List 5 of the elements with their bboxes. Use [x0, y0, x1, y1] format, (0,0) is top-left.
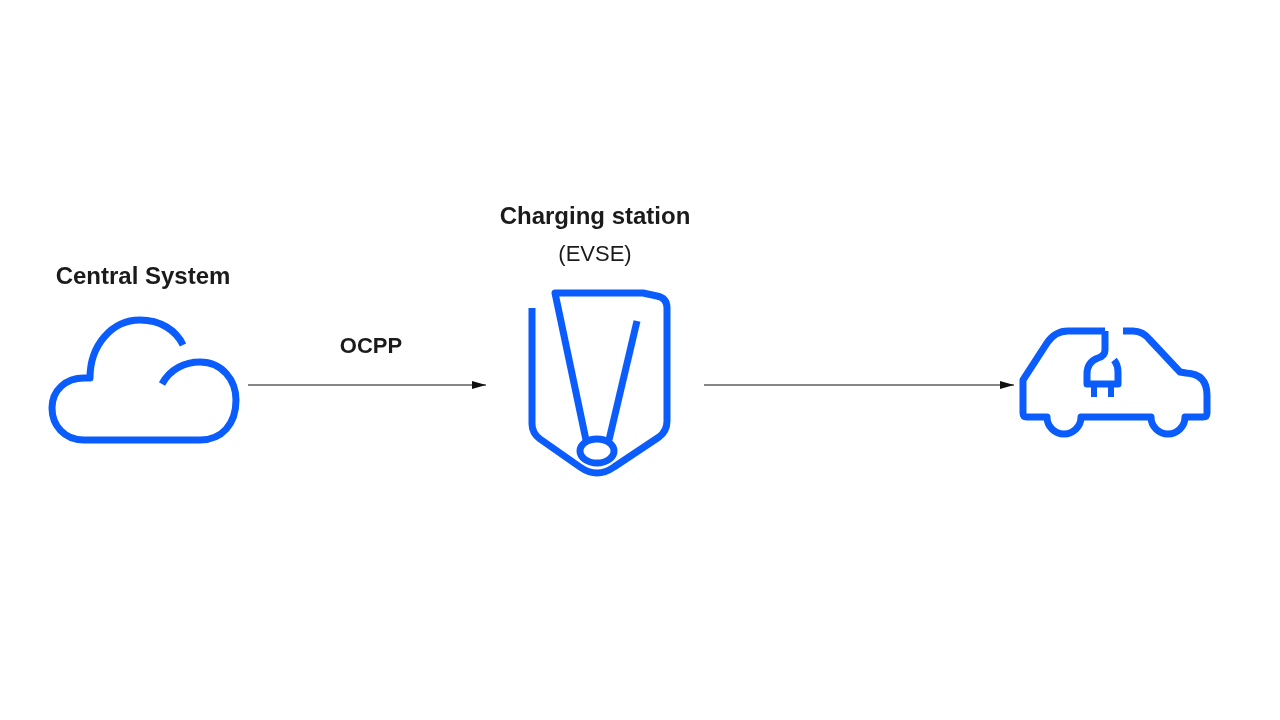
arrow: [247, 381, 487, 389]
arrow: [703, 381, 1015, 389]
node-subtitle: (EVSE): [558, 241, 632, 268]
node-title: Central System: [55, 262, 231, 291]
node-title: Charging station: [499, 202, 691, 231]
